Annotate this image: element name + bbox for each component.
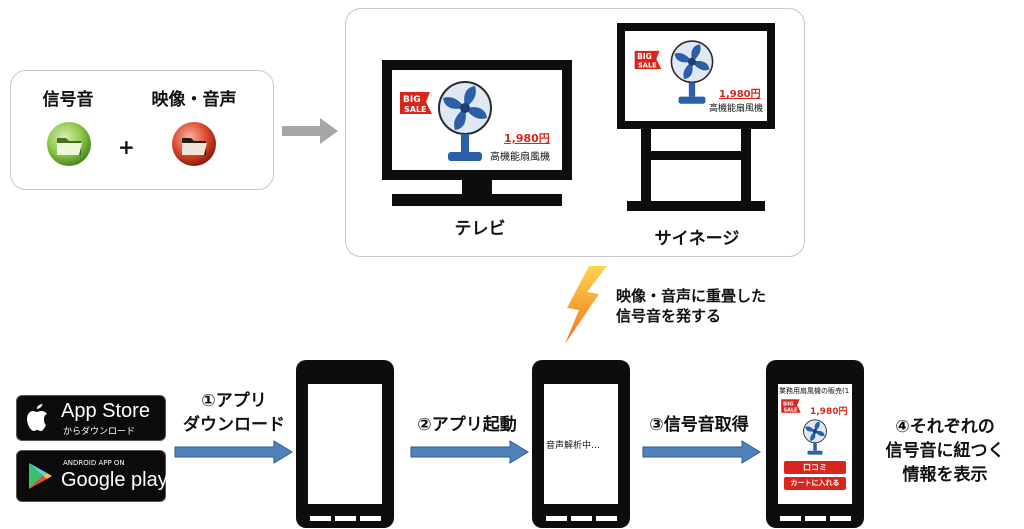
svg-text:BIG: BIG xyxy=(403,95,421,105)
signage-fan-icon xyxy=(670,40,714,104)
add-to-cart-button[interactable]: カートに入れる xyxy=(784,477,846,490)
phone-1 xyxy=(296,360,394,528)
apple-icon xyxy=(27,404,47,431)
tv-label: テレビ xyxy=(454,219,506,239)
step4-line3: 情報を表示 xyxy=(902,465,988,485)
googleplay-main: Google play xyxy=(61,469,168,491)
play-icon xyxy=(29,463,52,489)
signage-bigsale-logo: BIG SALE xyxy=(634,50,662,70)
googleplay-badge[interactable]: ANDROID APP ON Google play xyxy=(16,450,168,502)
phone-2-screen: 音声解析中… xyxy=(544,384,618,504)
googleplay-top: ANDROID APP ON xyxy=(63,459,125,467)
svg-text:SALE: SALE xyxy=(404,105,427,114)
svg-text:SALE: SALE xyxy=(638,62,657,70)
signal-folder-icon xyxy=(46,121,92,167)
phone3-bigsale-logo: BIG SALE xyxy=(781,399,801,414)
step2-label: ②アプリ起動 xyxy=(417,415,517,435)
appstore-sub: からダウンロード xyxy=(63,427,136,437)
av-label: 映像・音声 xyxy=(151,90,237,110)
appstore-badge[interactable]: App Store からダウンロード xyxy=(16,395,166,441)
step4-line1: ④それぞれの xyxy=(895,417,995,437)
broadcast-caption-2: 信号音を発する xyxy=(616,307,722,325)
step1-line2: ダウンロード xyxy=(183,415,285,435)
signage-illustration: BIG SALE 1,980円 高機能扇風機 xyxy=(617,23,775,211)
review-button[interactable]: 口コミ xyxy=(784,461,846,474)
tv-price: 1,980円 xyxy=(504,132,550,145)
broadcast-caption-1: 映像・音声に重畳した xyxy=(616,287,767,305)
appstore-main: App Store xyxy=(61,400,150,422)
phone3-fan-icon xyxy=(803,419,827,455)
analyzing-text: 音声解析中… xyxy=(546,441,601,451)
step3-label: ③信号音取得 xyxy=(649,415,749,435)
tv-product: 高機能扇風機 xyxy=(490,152,550,163)
svg-text:BIG: BIG xyxy=(637,52,652,61)
tv-bigsale-logo: BIG SALE xyxy=(400,92,432,114)
arrow-step2 xyxy=(410,440,529,464)
arrow-step3 xyxy=(642,440,761,464)
step4-line2: 信号音に紐つく xyxy=(885,441,1005,461)
arrow-step1 xyxy=(174,440,293,464)
signage-product: 高機能扇風機 xyxy=(709,104,764,114)
signage-label: サイネージ xyxy=(654,229,740,249)
signage-price: 1,980円 xyxy=(719,89,761,100)
step1-line1: ①アプリ xyxy=(201,391,267,411)
phone3-header: 業務用扇風機の販売(1 xyxy=(779,387,850,395)
signal-label: 信号音 xyxy=(42,90,94,110)
gray-arrow xyxy=(282,118,338,148)
phone-2: 音声解析中… xyxy=(532,360,630,528)
phone-1-screen xyxy=(308,384,382,504)
phone-3: 業務用扇風機の販売(1 BIG SALE 1,980円 口コミ カートに入れる xyxy=(766,360,864,528)
tv-fan-icon xyxy=(438,81,492,161)
av-folder-icon xyxy=(171,121,217,167)
svg-text:BIG: BIG xyxy=(783,401,794,407)
phone-3-screen: 業務用扇風機の販売(1 BIG SALE 1,980円 口コミ カートに入れる xyxy=(778,384,852,504)
input-box: 信号音 映像・音声 + xyxy=(10,70,274,190)
phone3-price: 1,980円 xyxy=(810,407,848,417)
lightning-icon xyxy=(565,266,607,344)
svg-text:SALE: SALE xyxy=(784,408,798,414)
plus-sign: + xyxy=(118,135,135,159)
tv-illustration: BIG SALE 1,980円 高機能扇風機 xyxy=(382,60,572,210)
